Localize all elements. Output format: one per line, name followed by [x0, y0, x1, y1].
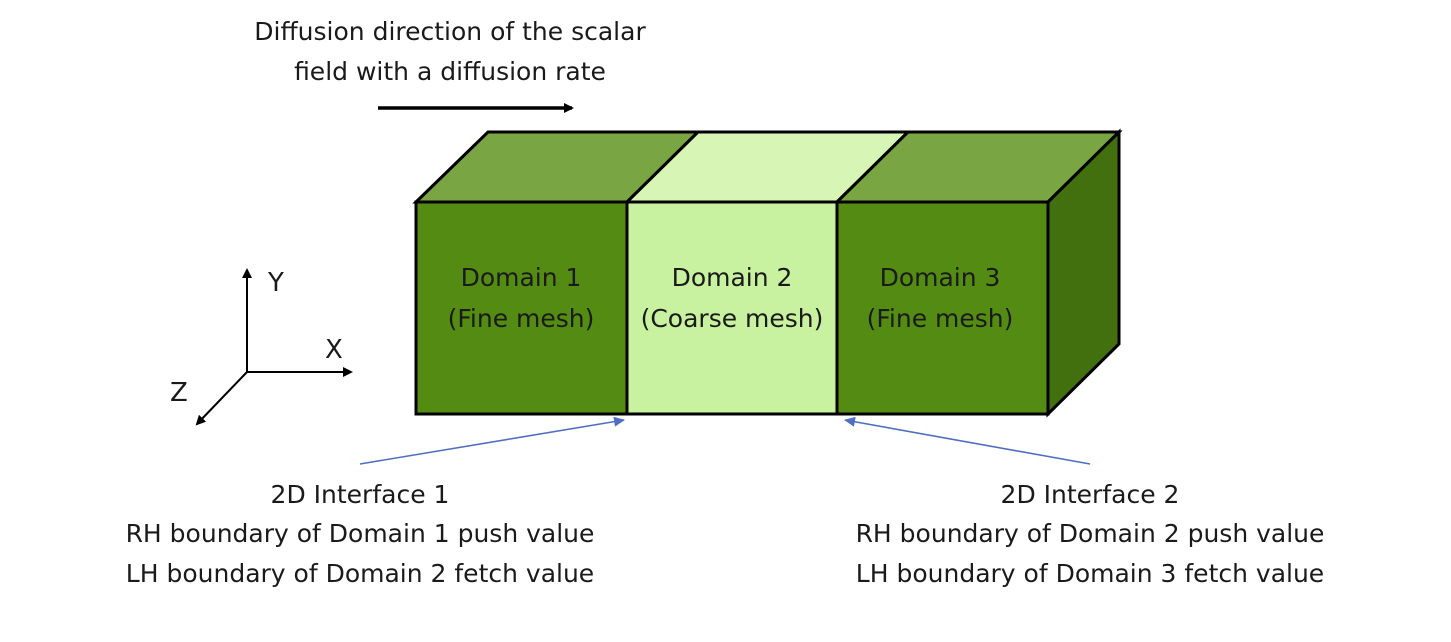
interface-2-title: 2D Interface 2	[1001, 480, 1180, 509]
interface-1-pointer	[359, 416, 625, 465]
domain-1-front-face	[414, 200, 629, 416]
interface-1-fetch-text: LH boundary of Domain 2 fetch value	[126, 559, 594, 588]
domain-2-front-face	[625, 200, 839, 416]
interface-2-fetch-text: LH boundary of Domain 3 fetch value	[856, 559, 1324, 588]
interface-2-push-text: RH boundary of Domain 2 push value	[856, 519, 1325, 548]
domain-1-mesh-label: (Fine mesh)	[448, 304, 595, 333]
direction-caption-line1: Diffusion direction of the scalar	[254, 17, 646, 46]
z-axis-arrow	[195, 371, 248, 426]
interface-2-pointer	[844, 416, 1091, 465]
domain-2-label: Domain 2	[672, 263, 793, 292]
domain-2-mesh-label: (Coarse mesh)	[641, 304, 824, 333]
domain-3-label: Domain 3	[880, 263, 1001, 292]
interface-1-push-text: RH boundary of Domain 1 push value	[126, 519, 595, 548]
domain-1-label: Domain 1	[461, 263, 582, 292]
domain-3-mesh-label: (Fine mesh)	[867, 304, 1014, 333]
y-axis-label: Y	[267, 268, 284, 298]
x-axis-label: X	[325, 335, 343, 365]
direction-caption-line2: field with a diffusion rate	[294, 57, 606, 86]
z-axis-label: Z	[170, 378, 188, 408]
domain-3-front-face	[835, 200, 1050, 416]
interface-1-title: 2D Interface 1	[271, 480, 450, 509]
